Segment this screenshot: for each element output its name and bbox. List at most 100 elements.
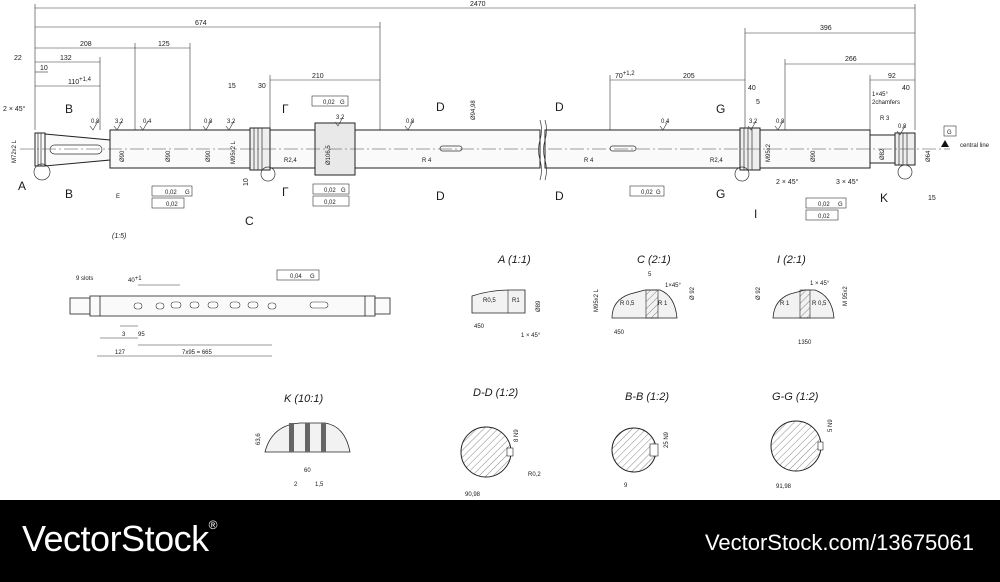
- section-mark-g-top: G: [716, 102, 725, 116]
- detail-c-r1: R 1: [658, 301, 668, 307]
- main-shaft: [34, 122, 916, 176]
- detail-k-title: K (10:1): [284, 393, 323, 405]
- dim-15-right: 15: [928, 195, 936, 202]
- detail-c-chamfer: 1×45°: [665, 283, 682, 289]
- detail-a-r1: R1: [512, 298, 520, 304]
- detail-a-89: Ø89: [536, 300, 542, 312]
- section-mark-d4: D: [555, 189, 564, 203]
- rough-1: 0,8: [91, 119, 100, 125]
- engineering-drawing: 2470 674 396 266 208 132 125 22 10 110+1…: [3, 1, 990, 498]
- slots-dim-127: 127: [115, 350, 126, 356]
- section-dd-r02: R0,2: [528, 472, 541, 478]
- rough-2: 0,4: [143, 119, 152, 125]
- detail-c-5: 5: [648, 272, 652, 278]
- radius-3: R 3: [880, 116, 890, 122]
- chamfers-note: 2chamfers: [872, 100, 900, 106]
- rough-5: 3,2: [336, 115, 345, 121]
- section-bb-circle: [611, 427, 657, 473]
- dim-205: 205: [683, 73, 695, 80]
- section-dd-8n9: 8 N9: [514, 429, 520, 442]
- radius-2-4a: R2,4: [284, 158, 297, 164]
- tf4-value: 0,02: [324, 188, 336, 194]
- tf6-ref: G: [656, 190, 661, 196]
- image-url: VectorStock.com/13675061: [704, 530, 974, 555]
- diam-90d: Ø90: [811, 150, 817, 162]
- chamfer-mid-b: 3 × 45°: [836, 178, 859, 186]
- overall-length-dim: 2470: [470, 1, 486, 8]
- rough-4: 3,2: [227, 119, 236, 125]
- section-mark-a: A: [18, 179, 26, 193]
- tf6-value: 0,02: [641, 190, 653, 196]
- diam-m95a: M95x2 L: [231, 140, 237, 164]
- section-gg-title: G-G (1:2): [772, 391, 819, 403]
- detail-c-r05: R 0,5: [620, 301, 635, 307]
- dim-674: 674: [195, 20, 207, 27]
- tf7-ref: G: [838, 202, 843, 208]
- section-gg-circle: [770, 420, 822, 472]
- detail-c-450: 450: [614, 330, 625, 336]
- detail-i-m95: M 95x2: [843, 286, 849, 306]
- section-mark-c: C: [245, 214, 254, 228]
- diam-82: Ø82: [880, 148, 886, 160]
- slots-dims: [97, 284, 272, 357]
- section-dd-90-98: 90,98: [465, 492, 481, 498]
- dim-208: 208: [80, 41, 92, 48]
- detail-a-chamfer: 1 × 45°: [521, 333, 541, 339]
- tf3-ref: G: [340, 100, 345, 106]
- dim-40a: 40: [748, 85, 756, 92]
- detail-i-title: I (2:1): [777, 254, 806, 266]
- section-mark-i: I: [754, 207, 757, 221]
- dim-266: 266: [845, 56, 857, 63]
- section-mark-d1: D: [436, 100, 445, 114]
- detail-a-shape: [471, 289, 526, 314]
- rough-3: 0,8: [204, 119, 213, 125]
- diam-90a: Ø90: [120, 150, 126, 162]
- section-bb-25n9: 25 N9: [664, 431, 670, 448]
- rough-6: 0,8: [406, 119, 415, 125]
- tf9-value: 0,04: [290, 274, 302, 280]
- dim-70: 70+1,2: [615, 71, 635, 80]
- dim-125: 125: [158, 41, 170, 48]
- detail-k-2: 2: [294, 482, 298, 488]
- slot-marks: [133, 301, 329, 310]
- diam-64: Ø64: [926, 150, 932, 162]
- section-mark-e: E: [116, 194, 120, 200]
- section-mark-g1-bottom: Г: [282, 185, 289, 199]
- rough-9: 0,8: [776, 119, 785, 125]
- dim-396: 396: [820, 25, 832, 32]
- section-mark-k: K: [880, 191, 888, 205]
- detail-i-92: Ø 92: [756, 286, 762, 300]
- chamfer-right: 1×45°: [872, 92, 889, 98]
- rough-10: 0,8: [898, 124, 907, 130]
- section-bb-title: B-B (1:2): [625, 391, 669, 403]
- brand-logo: VectorStock®: [22, 518, 217, 559]
- dim-22: 22: [14, 55, 22, 62]
- chamfer-mid-a: 2 × 45°: [776, 178, 799, 186]
- section-mark-b-top: B: [65, 102, 73, 116]
- slots-dim-40: 40+1: [128, 276, 142, 284]
- watermark-footer: VectorStock® VectorStock.com/13675061: [0, 500, 1000, 582]
- radius-2-4b: R2,4: [710, 158, 723, 164]
- dim-15: 15: [228, 83, 236, 90]
- detail-c-m95: M95x2 L: [594, 288, 600, 312]
- tf3-value: 0,02: [323, 100, 335, 106]
- section-mark-g-bottom: G: [716, 187, 725, 201]
- section-bb-9: 9: [624, 483, 628, 489]
- diam-94: Ø94,98: [471, 100, 477, 120]
- dim-10: 10: [40, 65, 48, 72]
- section-gg-5n9: 5 N9: [828, 419, 834, 432]
- dim-110: 110+1,4: [68, 77, 92, 86]
- detail-c-92: Ø 92: [690, 286, 696, 300]
- detail-a-450: 450: [474, 324, 485, 330]
- dim-92: 92: [888, 73, 896, 80]
- diam-m95b: M95x2: [766, 143, 772, 162]
- slots-dim-95: 95: [138, 332, 145, 338]
- detail-i-chamfer: 1 × 45°: [810, 281, 830, 287]
- detail-a-title: A (1:1): [497, 254, 531, 266]
- slots-dim-3: 3: [122, 332, 126, 338]
- detail-k-1-5: 1,5: [315, 482, 324, 488]
- dim-5: 5: [756, 99, 760, 106]
- diam-106: Ø106,5: [326, 145, 332, 165]
- detail-i-r05: R 0,5: [812, 301, 827, 307]
